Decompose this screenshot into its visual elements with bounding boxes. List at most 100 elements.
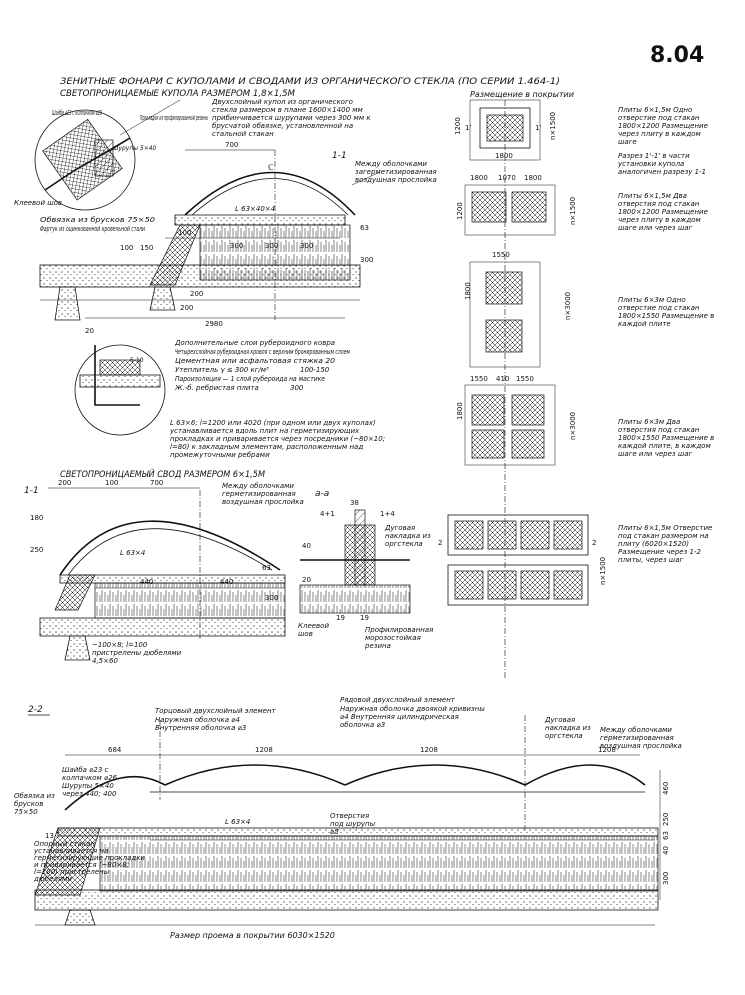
domeDoubleNote-line: брусчатой обвязке, установленной на bbox=[212, 122, 353, 130]
aaArchNote-line: оргстекла bbox=[385, 540, 423, 548]
dim-300-side: 300 bbox=[360, 256, 373, 264]
vdim-63: 63 bbox=[262, 564, 271, 572]
vaultDowelNote-line: ~100×8; l=100 bbox=[92, 641, 148, 649]
plan2-dim-1800b: 1800 bbox=[524, 174, 542, 182]
roof-note-slab-dim: 300 bbox=[290, 384, 304, 392]
plan2-dim-1200: 1200 bbox=[456, 202, 464, 220]
detail-callout-circle-2 bbox=[74, 344, 166, 436]
dome-subtitle: СВЕТОПРОНИЦАЕМЫЕ КУПОЛА РАЗМЕРОМ 1,8×1,5… bbox=[60, 88, 295, 98]
domeBetweenNote-line: воздушная прослойка bbox=[355, 176, 437, 184]
dome-detail: Шайба ⌀23 с колпачком ⌀26 Прокладки из п… bbox=[14, 98, 437, 459]
aaArchNote-line: накладка из bbox=[385, 532, 431, 540]
s22End2-line: Внутренняя оболочка ⌀3 bbox=[155, 724, 246, 732]
dome-section-label: 1-1 bbox=[332, 151, 347, 161]
s22Frame-line: брусков bbox=[14, 800, 43, 808]
plan5Text-line: Размещение через 1-2 bbox=[618, 548, 701, 556]
domeDoubleNote-line: стекла размером в плане 1600×1400 мм bbox=[212, 106, 364, 114]
plan1Text-line: через плиту в каждом bbox=[618, 130, 701, 138]
vault-cell bbox=[553, 520, 583, 550]
detail-callout-circle bbox=[34, 109, 136, 211]
plan1-dim-1800: 1800 bbox=[495, 152, 513, 160]
s22End2-line: Наружная оболочка ⌀4 bbox=[155, 716, 240, 724]
plan1Text-line: 1800×1200 Размещение bbox=[618, 122, 708, 130]
s22-dim-684: 684 bbox=[108, 746, 122, 754]
vaultDowelNote-line: 4,5×60 bbox=[92, 657, 118, 665]
dome-note-washer: Шайба ⌀23 с колпачком ⌀26 bbox=[52, 109, 102, 117]
vaultBetweenNote-line: герметизированная bbox=[222, 490, 296, 498]
vault-angle: L 63×4 bbox=[120, 549, 145, 557]
fix-note: L 63×6; l=1200 или 4020 (при одном или д… bbox=[169, 419, 385, 459]
domeBetweenNote-line: Между оболочками bbox=[355, 160, 427, 168]
vault-cell bbox=[520, 570, 550, 600]
vdim-180: 180 bbox=[30, 514, 43, 522]
s22Frame-line: Обвязка из bbox=[14, 792, 55, 800]
s22Between-line: Между оболочками bbox=[600, 726, 672, 734]
svg-text:ℂ: ℂ bbox=[268, 163, 274, 172]
plan2Text-line: 1800×1200 Размещение bbox=[618, 208, 708, 216]
plan4Text-line: каждой плите, в каждом bbox=[618, 442, 711, 450]
s22-note-angle: L 63×4 bbox=[225, 818, 250, 826]
dome-arc-inner bbox=[191, 178, 349, 216]
aadim-19a: 19 bbox=[336, 614, 345, 622]
s22Washer-line: колпачком ⌀26 bbox=[62, 774, 118, 782]
s22-dim-63: 63 bbox=[662, 831, 670, 840]
plan5Text-line: Плиты 6×1,5м Отверстие bbox=[618, 524, 712, 532]
domeFixNote-line: устанавливается вдоль плит на герметизир… bbox=[169, 427, 360, 435]
s22Glass-line: и приваривается (~80×8; bbox=[34, 861, 129, 869]
dome-note-gasket: Прокладки из профилированной резины bbox=[140, 114, 208, 122]
roof-note-screed: Цементная или асфальтовая стяжка 20 bbox=[175, 357, 336, 365]
plan4Text-line: шаге или через шаг bbox=[618, 450, 693, 458]
plan2-dim-n: n×1500 bbox=[569, 197, 577, 225]
vdim-300: 300 bbox=[265, 594, 278, 602]
aadim-40: 40 bbox=[302, 542, 311, 550]
plan2-dim-1070: 1070 bbox=[498, 174, 516, 182]
vault-arc-outer bbox=[59, 520, 281, 576]
domeFixNote-line: промежуточными ребрами bbox=[170, 451, 270, 459]
plan5Text-line: плиты, через шаг bbox=[618, 556, 683, 564]
s22Holes-line: под шурупы bbox=[330, 820, 376, 828]
s22-bottom: Размер проема в покрытии 6030×1520 bbox=[170, 931, 335, 940]
plan1Text-line: шаге bbox=[618, 138, 637, 146]
vaultBetweenNote-line: воздушная прослойка bbox=[222, 498, 304, 506]
vault-cell bbox=[454, 570, 484, 600]
plan2Text-line: шаге или через шаг bbox=[618, 224, 693, 232]
s22-dim-1208c: 1208 bbox=[598, 746, 616, 754]
s22Between-line: воздушная прослойка bbox=[600, 742, 682, 750]
vault-subtitle: СВЕТОПРОНИЦАЕМЫЙ СВОД РАЗМЕРОМ 6×1,5М bbox=[60, 468, 266, 480]
dome-note-frame: Обвязка из брусков 75×50 bbox=[40, 216, 156, 224]
s22Holes-line: Отверстия bbox=[330, 812, 369, 820]
s22Washer-line: через 440; 400 bbox=[62, 790, 117, 798]
s22Glass-line: дюбелями bbox=[33, 875, 72, 883]
aaGlueNote-line: Клеевой bbox=[298, 622, 329, 630]
vdim-440a: 440 bbox=[140, 578, 153, 586]
placement-plans: Размещение в покрытии 1800 1200 n×1500 1… bbox=[438, 90, 714, 680]
vdim-200: 200 bbox=[58, 479, 71, 487]
plan2CutText-line: аналогичен разрезу 1-1 bbox=[618, 168, 706, 176]
roof-note-slab: Ж.-б. ребристая плита bbox=[174, 384, 259, 392]
plan5Text-line: плиту (6020×1520) bbox=[618, 540, 689, 548]
s22-slab bbox=[34, 889, 659, 911]
s22Row2-line: Наружная оболочка двоякой кривизны bbox=[340, 705, 485, 713]
s22Arch-line: накладка из bbox=[545, 724, 591, 732]
s22-dim-250: 250 bbox=[662, 813, 670, 826]
s22Arch-line: оргстекла bbox=[545, 732, 583, 740]
dim-200a: 200 bbox=[190, 290, 203, 298]
domeFixNote-line: l=80) к закладным элементам, расположенн… bbox=[170, 443, 363, 451]
plan5Text-line: под стакан размером на bbox=[618, 532, 709, 540]
plan3Text-line: каждой плите bbox=[618, 320, 671, 328]
